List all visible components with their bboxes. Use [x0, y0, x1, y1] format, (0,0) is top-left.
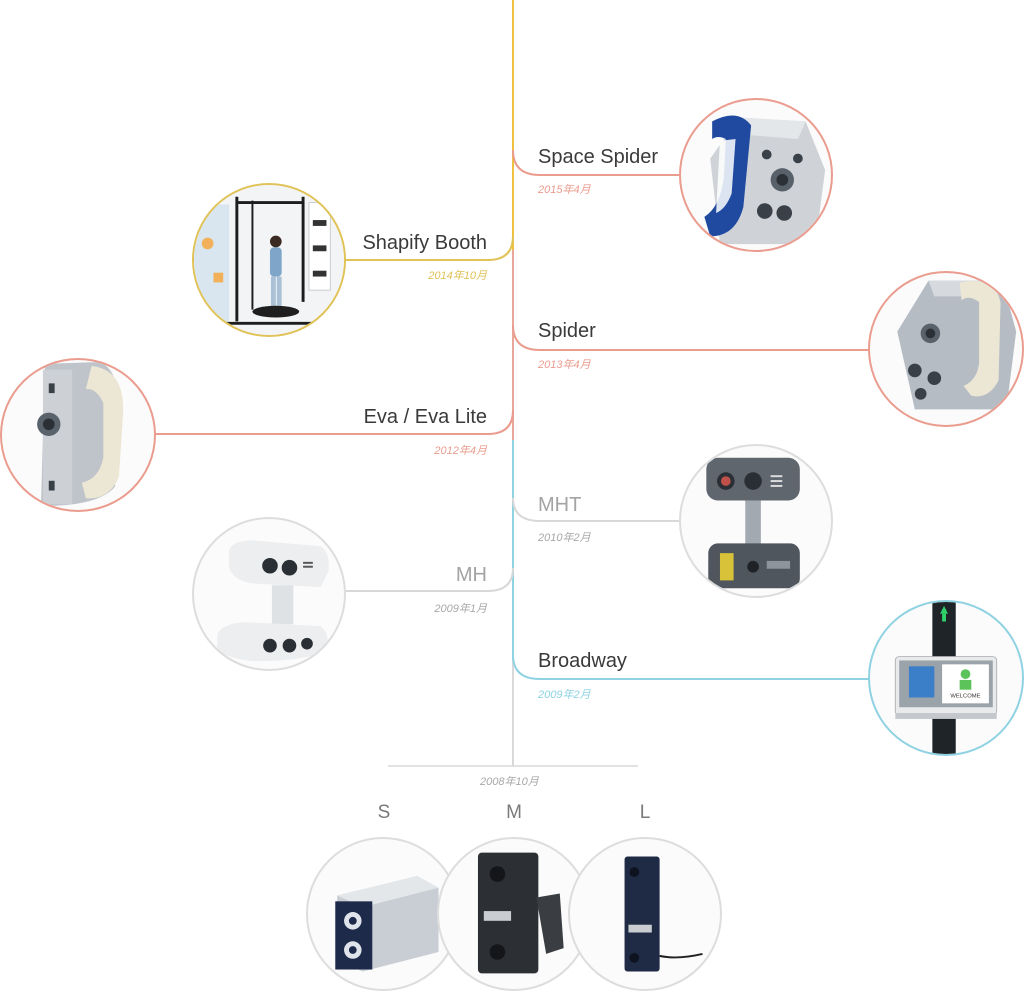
event-title-mht: MHT	[538, 494, 582, 516]
event-title-eva: Eva / Eva Lite	[363, 406, 487, 428]
event-date-mht: 2010年2月	[538, 532, 591, 544]
spider-scanner-image[interactable]	[868, 271, 1024, 427]
branch-mh	[346, 567, 514, 592]
event-date-space-spider: 2015年4月	[538, 184, 591, 196]
origin-date: 2008年10月	[480, 776, 539, 788]
branch-space-spider	[512, 149, 680, 176]
event-date-eva: 2012年4月	[434, 445, 487, 457]
size-label-l: L	[639, 802, 651, 823]
event-title-space-spider: Space Spider	[538, 146, 659, 168]
branch-mht	[512, 497, 680, 522]
size-label-m: M	[506, 802, 522, 823]
shapify-booth-image[interactable]	[192, 183, 346, 337]
mht-scanner-image[interactable]	[679, 444, 833, 598]
event-title-shapify-booth: Shapify Booth	[362, 232, 487, 254]
event-title-spider: Spider	[538, 320, 596, 342]
event-date-spider: 2013年4月	[538, 359, 591, 371]
branch-spider	[512, 324, 868, 351]
event-date-shapify-booth: 2014年10月	[428, 270, 487, 282]
broadway-kiosk-image[interactable]: WELCOME	[868, 600, 1024, 756]
mh-scanner-image[interactable]	[192, 517, 346, 671]
s-module-image[interactable]	[306, 837, 460, 991]
eva-scanner-image[interactable]	[0, 358, 156, 512]
branch-shapify	[345, 235, 514, 261]
branch-broadway	[512, 654, 870, 680]
l-module-image[interactable]	[568, 837, 722, 991]
size-label-s: S	[377, 802, 391, 823]
event-date-mh: 2009年1月	[434, 603, 487, 615]
space-spider-scanner-image[interactable]	[679, 98, 833, 252]
event-title-broadway: Broadway	[538, 650, 627, 672]
event-date-broadway: 2009年2月	[538, 689, 591, 701]
event-title-mh: MH	[455, 564, 487, 586]
kiosk-welcome-text: WELCOME	[950, 693, 980, 699]
branch-eva	[155, 409, 514, 435]
